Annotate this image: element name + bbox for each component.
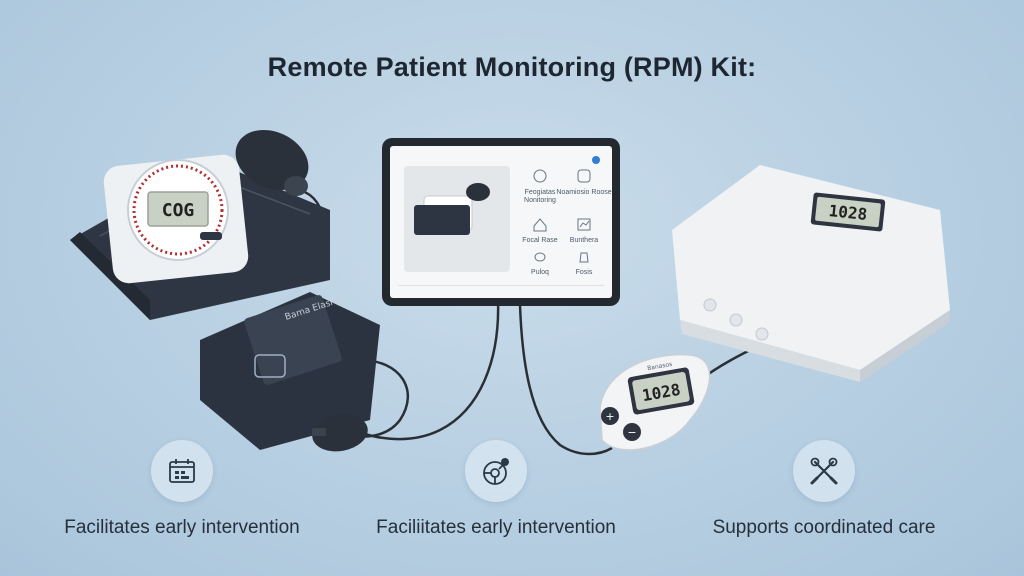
feature-early-intervention: Facilitates early intervention xyxy=(32,440,332,539)
tablet-tile-6[interactable]: Fosis xyxy=(554,250,614,276)
feature-icon-circle xyxy=(151,440,213,502)
tablet-tile-5[interactable]: Puloq xyxy=(510,250,570,276)
page-title: Remote Patient Monitoring (RPM) Kit: xyxy=(267,52,757,82)
bp-cuff-front: Bama Elasra xyxy=(200,292,380,450)
feature-coordinated-care: Supports coordinated care xyxy=(674,440,974,539)
tablet-tile-label: Feogiatas Nonitoring xyxy=(524,189,556,204)
tablet-tile-label: Bunthera xyxy=(569,237,599,244)
tablet-tile-3[interactable]: Focal Rase xyxy=(510,216,570,244)
tablet-tile-label: Fosis xyxy=(575,269,593,276)
feature-label: Facilitates early intervention xyxy=(64,517,300,538)
bp-monitor-display: COG xyxy=(162,200,195,221)
tablet-tile-2[interactable]: Noamiosio Roose xyxy=(554,168,614,196)
tablet-tile-label: Focal Rase xyxy=(522,237,558,244)
feature-early-intervention-2: Faciliitates early intervention xyxy=(346,440,646,539)
svg-text:+: + xyxy=(605,410,614,423)
bp-bulb-top xyxy=(235,129,309,196)
pill-icon xyxy=(534,252,546,262)
heart-icon xyxy=(533,169,547,183)
feature-icon-circle xyxy=(465,440,527,502)
calendar-chart-icon xyxy=(169,459,195,483)
svg-text:−: − xyxy=(627,426,636,439)
bp-monitor: COG xyxy=(103,154,249,284)
tablet-tile-1[interactable]: Feogiatas Nonitoring xyxy=(510,168,570,204)
feature-label: Faciliitates early intervention xyxy=(376,517,616,538)
tablet-screen: Feogiatas Nonitoring Noamiosio Roose Foc… xyxy=(392,146,612,298)
scale-display: 1028 xyxy=(828,201,868,224)
feature-icon-circle xyxy=(793,440,855,502)
lungs-icon xyxy=(577,169,591,183)
chart-icon xyxy=(577,218,591,231)
tablet-tile-label: Noamiosio Roose xyxy=(556,189,612,196)
feature-label: Supports coordinated care xyxy=(712,517,936,538)
tablet-tile-label: Puloq xyxy=(531,269,549,276)
home-icon xyxy=(533,218,547,232)
glucometer-brand: Banasos xyxy=(647,361,673,372)
tablet xyxy=(382,138,620,306)
glucometer: 1028 Banasos + − xyxy=(599,353,711,451)
bottle-icon xyxy=(579,252,589,263)
features-row: Facilitates early intervention Faciliita… xyxy=(0,440,1024,560)
bp-bulb-front xyxy=(312,414,368,452)
scale: 1028 xyxy=(672,165,950,382)
tools-icon xyxy=(810,457,838,485)
tablet-tile-4[interactable]: Bunthera xyxy=(554,216,614,244)
network-icon xyxy=(483,458,509,485)
